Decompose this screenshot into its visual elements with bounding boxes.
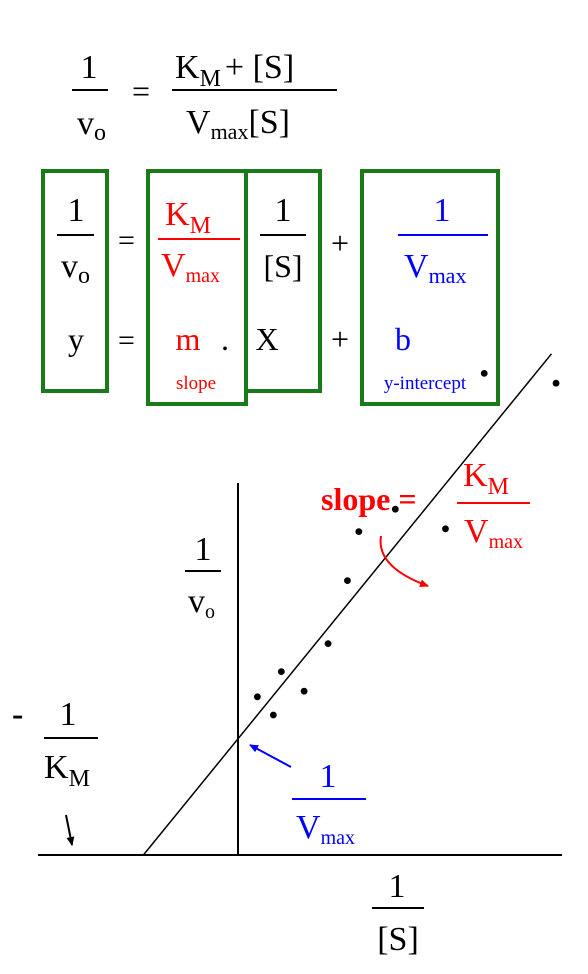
box-intercept bbox=[360, 169, 500, 406]
x-intercept-sign: - bbox=[12, 696, 23, 733]
boxed-intercept-denominator: Vmax bbox=[404, 248, 466, 288]
boxed-intercept-numerator: 1 bbox=[434, 192, 451, 229]
data-point-7 bbox=[355, 528, 363, 535]
boxed-equation: 1 vo = KM Vmax 1 [S] + 1 Vmax y = m . X … bbox=[41, 169, 500, 406]
slope-annotation-arrow bbox=[379, 535, 429, 588]
data-point-4 bbox=[300, 687, 308, 695]
data-point-8 bbox=[391, 505, 399, 513]
x-axis-label-denominator: [S] bbox=[377, 921, 419, 958]
top-equation: 1 vo = KM+ [S] Vmax[S] bbox=[72, 49, 337, 146]
slope-caption: slope bbox=[176, 373, 216, 394]
box-x bbox=[244, 169, 322, 393]
x-intercept-arrow bbox=[65, 814, 75, 846]
regression-line-layer bbox=[142, 353, 553, 856]
y-intercept-numerator: 1 bbox=[320, 758, 337, 795]
data-point-11 bbox=[552, 379, 560, 387]
regression-line bbox=[142, 353, 553, 856]
top-rhs-numerator: KM+ [S] bbox=[175, 49, 294, 92]
top-rhs-denominator: Vmax[S] bbox=[186, 104, 290, 144]
box-slope bbox=[146, 169, 248, 406]
x-axis-label-numerator: 1 bbox=[389, 868, 406, 905]
data-point-6 bbox=[344, 577, 351, 584]
data-point-1 bbox=[253, 693, 261, 701]
data-point-3 bbox=[277, 668, 285, 675]
y-axis-label-denominator: vo bbox=[188, 583, 215, 623]
slope-annotation-denominator: Vmax bbox=[464, 513, 523, 553]
boxed-equals: = bbox=[118, 224, 135, 257]
y-intercept-arrow bbox=[249, 744, 292, 768]
data-point-9 bbox=[442, 525, 449, 533]
boxed-lhs-numerator: 1 bbox=[68, 192, 85, 229]
slope-annotation-label: slope = bbox=[321, 481, 417, 517]
data-point-2 bbox=[269, 711, 277, 719]
lineweaver-burk-plot: 1 vo 1 [S] slope = KM Vmax - 1 KM 1 Vmax bbox=[12, 353, 562, 958]
x-intercept-numerator: 1 bbox=[60, 696, 77, 733]
boxed-lhs-denominator: vo bbox=[61, 248, 90, 289]
y-axis-label-numerator: 1 bbox=[195, 531, 212, 568]
top-lhs-numerator: 1 bbox=[81, 49, 98, 86]
top-lhs-denominator: vo bbox=[77, 105, 106, 146]
intercept-caption: y-intercept bbox=[384, 373, 467, 394]
top-equals: = bbox=[132, 73, 150, 109]
data-point-10 bbox=[480, 370, 488, 377]
row2-m: m bbox=[176, 321, 201, 357]
row2-dot: . bbox=[221, 321, 229, 357]
x-intercept-denominator: KM bbox=[44, 749, 90, 792]
y-intercept-denominator: Vmax bbox=[296, 809, 355, 849]
row2-equals: = bbox=[118, 324, 135, 357]
slope-annotation-numerator: KM bbox=[463, 457, 509, 500]
boxed-x-numerator: 1 bbox=[275, 192, 292, 229]
box-y bbox=[41, 169, 109, 393]
row2-plus: + bbox=[331, 321, 349, 357]
boxed-slope-numerator: KM bbox=[165, 196, 211, 239]
row2-b: b bbox=[395, 321, 411, 357]
data-points-layer bbox=[253, 370, 560, 719]
row2-y: y bbox=[68, 321, 84, 357]
boxed-plus: + bbox=[331, 225, 349, 261]
boxed-x-denominator: [S] bbox=[263, 248, 302, 284]
row2-x: X bbox=[255, 321, 278, 357]
data-point-5 bbox=[324, 640, 332, 647]
boxed-slope-denominator: Vmax bbox=[161, 247, 220, 287]
